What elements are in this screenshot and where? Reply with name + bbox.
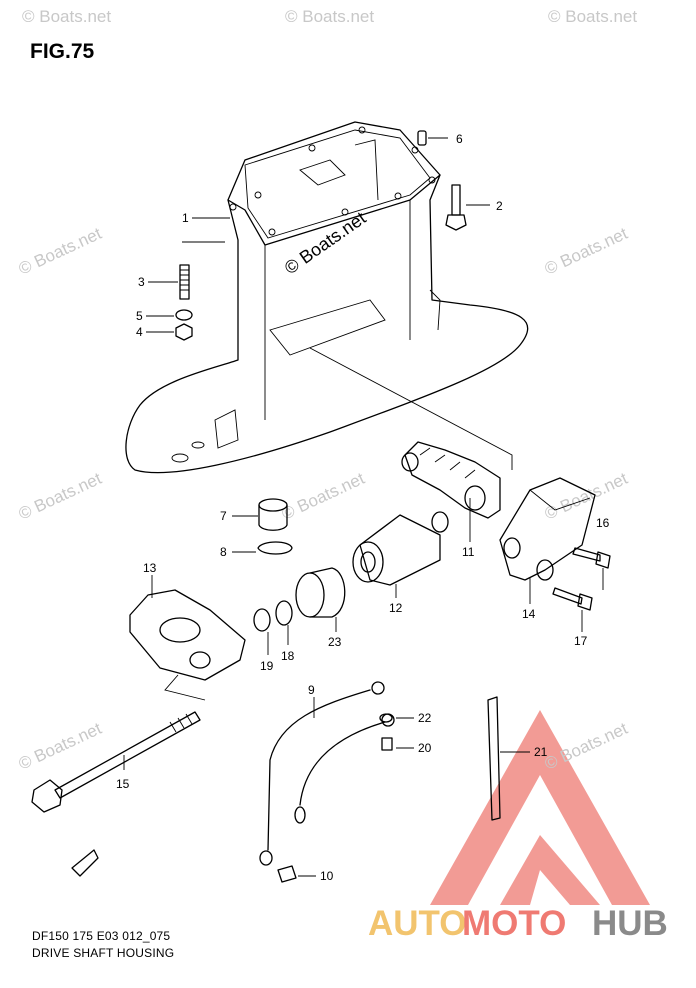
watermark: © Boats.net [16, 224, 105, 279]
part-12-mount [352, 511, 449, 586]
part-15-bolt [31, 711, 201, 813]
callout-1: 1 [182, 211, 189, 225]
callout-5: 5 [136, 309, 143, 323]
callout-2: 2 [496, 199, 503, 213]
figure-code: DF150 175 E03 012_075 [32, 929, 171, 943]
callout-14: 14 [522, 607, 536, 621]
part-5-washer [175, 309, 193, 321]
watermark: © Boats.net [542, 469, 631, 524]
watermark: © Boats.net [281, 208, 370, 278]
part-2-bolt [445, 184, 467, 231]
callout-21: 21 [534, 745, 548, 759]
watermark: © Boats.net [542, 224, 631, 279]
callout-8: 8 [220, 545, 227, 559]
watermark: © Boats.net [285, 7, 374, 26]
part-10-screw [277, 865, 297, 883]
watermark: © Boats.net [16, 719, 105, 774]
drive-shaft-housing [125, 121, 529, 474]
callout-10: 10 [320, 869, 334, 883]
part-22-washer [379, 713, 393, 723]
callout-17: 17 [574, 634, 588, 648]
part-6-pin [417, 130, 427, 146]
part-21-cable-tie [487, 696, 501, 821]
callout-3: 3 [138, 275, 145, 289]
figure-name: DRIVE SHAFT HOUSING [32, 946, 175, 960]
part-14-bracket [499, 477, 596, 581]
part-9-cable [259, 681, 395, 866]
part-13-clamp [129, 589, 246, 681]
callout-18: 18 [281, 649, 295, 663]
watermarks: © Boats.net © Boats.net © Boats.net © Bo… [16, 7, 638, 774]
watermark: © Boats.net [548, 7, 637, 26]
part-16-bolt [572, 547, 611, 569]
watermark: © Boats.net [22, 7, 111, 26]
figure-title: FIG.75 [30, 40, 95, 63]
part-4-nut [175, 323, 193, 341]
brand-moto: MOTO [462, 904, 566, 943]
watermark: © Boats.net [16, 469, 105, 524]
callout-4: 4 [136, 325, 143, 339]
automotohub-logo [430, 710, 650, 905]
callout-15: 15 [116, 777, 130, 791]
leader-lines [123, 137, 604, 877]
callout-13: 13 [143, 561, 157, 575]
callout-16: 16 [596, 516, 610, 530]
part-19-washer [253, 608, 271, 632]
callout-22: 22 [418, 711, 432, 725]
part-8-clip [257, 541, 293, 555]
part-20-screw [381, 737, 393, 751]
part-23-cap [295, 567, 346, 618]
part-17-bolt [552, 587, 593, 611]
callout-23: 23 [328, 635, 342, 649]
callout-9: 9 [308, 683, 315, 697]
brand-hub: HUB [592, 904, 668, 943]
callout-19: 19 [260, 659, 274, 673]
callout-labels: 1 2 3 4 5 6 7 8 9 10 11 12 13 14 15 16 1… [116, 132, 610, 883]
automotohub-wordmark: AUTO MOTO HUB [368, 904, 668, 943]
callout-20: 20 [418, 741, 432, 755]
callout-6: 6 [456, 132, 463, 146]
part-11-mount [401, 441, 501, 519]
callout-7: 7 [220, 509, 227, 523]
part-7-grommet [258, 498, 288, 531]
brand-auto: AUTO [368, 904, 467, 943]
fwd-arrow-icon [71, 849, 99, 877]
callout-12: 12 [389, 601, 403, 615]
part-3-stud [179, 264, 190, 300]
part-18-washer [275, 600, 293, 626]
callout-11: 11 [462, 545, 475, 559]
watermark: © Boats.net [279, 469, 368, 524]
